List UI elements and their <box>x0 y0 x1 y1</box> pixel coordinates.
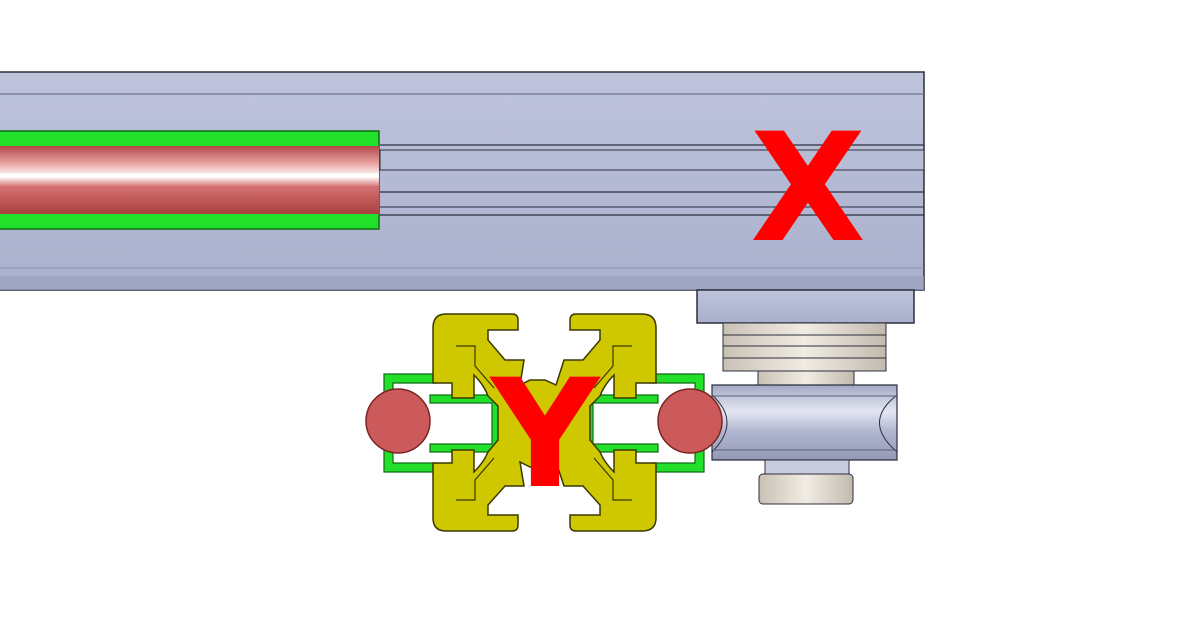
x-beam-shadow-band <box>0 276 924 290</box>
x-rod <box>0 146 379 214</box>
y-profile-slot-bottom-right <box>593 457 632 501</box>
wheel-hub <box>764 459 850 475</box>
v-wheel-groove-right <box>879 394 898 453</box>
y-profile-slot-top-right <box>593 345 632 389</box>
x-axis-label: X <box>750 102 866 276</box>
y-rail-left-inner <box>429 394 501 453</box>
x-linear-rail <box>0 130 380 230</box>
y-profile-slot-top-left <box>456 345 495 389</box>
bearing-neck <box>757 370 855 386</box>
y-rod-right <box>657 388 723 454</box>
y-profile-slot-bottom-left <box>456 457 495 501</box>
y-extrusion-profile <box>432 313 657 532</box>
y-rod-left <box>365 388 431 454</box>
v-wheel-groove-left <box>711 394 728 453</box>
bearing-bottom-cap <box>758 473 854 505</box>
bearing-spacer-stack <box>722 322 887 372</box>
y-axis-label: Y <box>489 348 602 522</box>
wheel-mount-plate <box>696 289 915 324</box>
v-wheel-assembly <box>696 289 915 505</box>
x-beam-groove-channel <box>379 149 925 171</box>
